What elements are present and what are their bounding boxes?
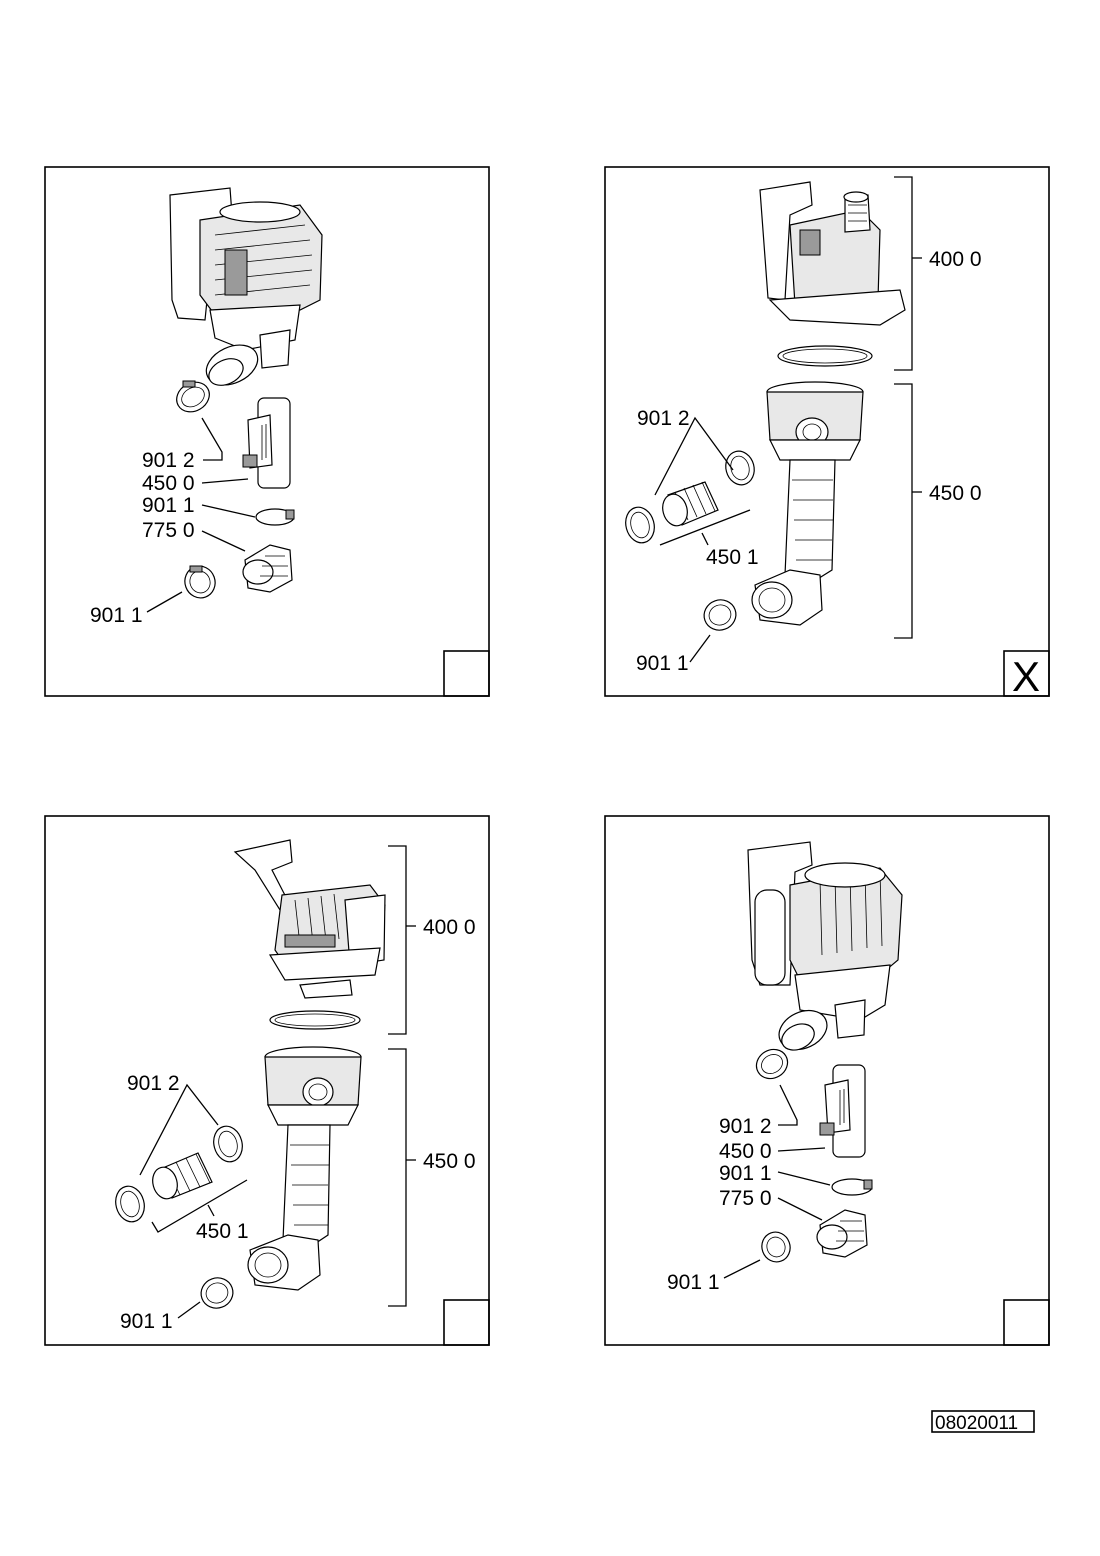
part-label: 901 1 — [636, 652, 689, 675]
part-label: 901 1 — [142, 494, 195, 517]
panel-3: 400 0 450 0 901 2 450 1 901 1 — [44, 815, 490, 1346]
sump-housing-drawing — [247, 1046, 362, 1291]
leader-line — [654, 416, 734, 496]
panel-2-checkbox[interactable] — [1003, 650, 1050, 697]
small-clamp-drawing — [831, 1178, 873, 1196]
hose-clamp-bottom-drawing — [761, 1231, 791, 1263]
panel-3-checkbox[interactable] — [443, 1299, 490, 1346]
leader-line — [201, 504, 256, 518]
panel-2-check-mark: X — [1012, 653, 1040, 700]
connection-hose-drawing — [152, 1152, 213, 1200]
panel-4-checkbox[interactable] — [1003, 1299, 1050, 1346]
small-clamp-drawing — [255, 508, 295, 526]
part-label: 775 0 — [142, 519, 195, 542]
panel-4-frame — [604, 815, 1050, 1346]
part-label: 450 0 — [929, 482, 982, 505]
part-label: 400 0 — [929, 248, 982, 271]
part-label: 450 1 — [706, 546, 759, 569]
leader-line — [777, 1147, 826, 1152]
part-label: 450 0 — [719, 1140, 772, 1163]
sump-housing-drawing — [751, 381, 864, 626]
hose-clamp-drawing — [176, 380, 210, 413]
part-label: 901 1 — [719, 1162, 772, 1185]
panel-2: X — [604, 166, 1050, 700]
leader-line — [201, 417, 223, 461]
hose-clamp-bottom-drawing — [184, 565, 216, 599]
part-label: 901 2 — [719, 1115, 772, 1138]
leader-line — [201, 478, 249, 484]
sealing-ring-drawing — [777, 345, 873, 367]
leader-line — [151, 1179, 248, 1233]
leader-line — [689, 634, 711, 663]
leader-line — [701, 532, 709, 546]
document-id-text: 08020011 — [935, 1413, 1018, 1434]
panel-1: 901 2 450 0 901 1 775 0 901 1 — [44, 166, 490, 697]
motor-unit-drawing — [759, 181, 906, 326]
hose-clamp-bottom-drawing — [703, 599, 737, 631]
part-label: 450 0 — [423, 1150, 476, 1173]
motor-unit-drawing — [233, 839, 386, 999]
bracket-line — [388, 1048, 407, 1307]
panel-3-frame — [44, 815, 490, 1346]
bracket-line — [894, 176, 913, 371]
hose-clamp-bottom-drawing — [200, 1277, 234, 1309]
hose-clamp-drawing — [725, 450, 755, 486]
leader-line — [207, 1204, 215, 1217]
bracket-line — [894, 383, 913, 639]
sealing-ring-drawing — [269, 1010, 361, 1030]
leader-line — [777, 1197, 823, 1221]
part-label: 901 1 — [667, 1271, 720, 1294]
heater-drawing — [819, 1064, 866, 1158]
connection-hose-drawing — [662, 481, 719, 527]
leader-line — [659, 509, 751, 546]
leader-line — [139, 1083, 219, 1176]
leader-line — [778, 1084, 798, 1126]
hose-clamp-drawing — [755, 1048, 789, 1080]
part-label: 450 1 — [196, 1220, 249, 1243]
panel-1-checkbox[interactable] — [443, 650, 490, 697]
hose-clamp-drawing — [115, 1185, 145, 1223]
heater-drawing — [242, 397, 291, 489]
document-id: 08020011 — [931, 1410, 1035, 1434]
part-label: 901 2 — [127, 1072, 180, 1095]
part-label: 775 0 — [719, 1187, 772, 1210]
part-label: 400 0 — [423, 916, 476, 939]
leader-line — [723, 1259, 761, 1279]
panel-2-frame — [604, 166, 1050, 697]
bracket-line — [388, 845, 407, 1035]
leader-line — [777, 1171, 831, 1186]
part-label: 901 2 — [637, 407, 690, 430]
hose-clamp-drawing — [625, 506, 655, 544]
pump-motor-assembly-drawing — [169, 187, 323, 386]
leader-line — [201, 530, 246, 552]
leader-line — [146, 591, 183, 613]
part-label: 450 0 — [142, 472, 195, 495]
panel-1-frame — [44, 166, 490, 697]
panel-4: 901 2 450 0 901 1 775 0 901 1 — [604, 815, 1050, 1346]
pump-motor-assembly-drawing — [747, 841, 903, 1051]
document-id-box — [931, 1410, 1035, 1433]
hose-elbow-drawing — [242, 544, 293, 593]
leader-line — [177, 1301, 201, 1319]
part-label: 901 2 — [142, 449, 195, 472]
part-label: 901 1 — [120, 1310, 173, 1333]
hose-clamp-drawing — [213, 1125, 243, 1163]
hose-elbow-drawing — [816, 1209, 868, 1258]
part-label: 901 1 — [90, 604, 143, 627]
